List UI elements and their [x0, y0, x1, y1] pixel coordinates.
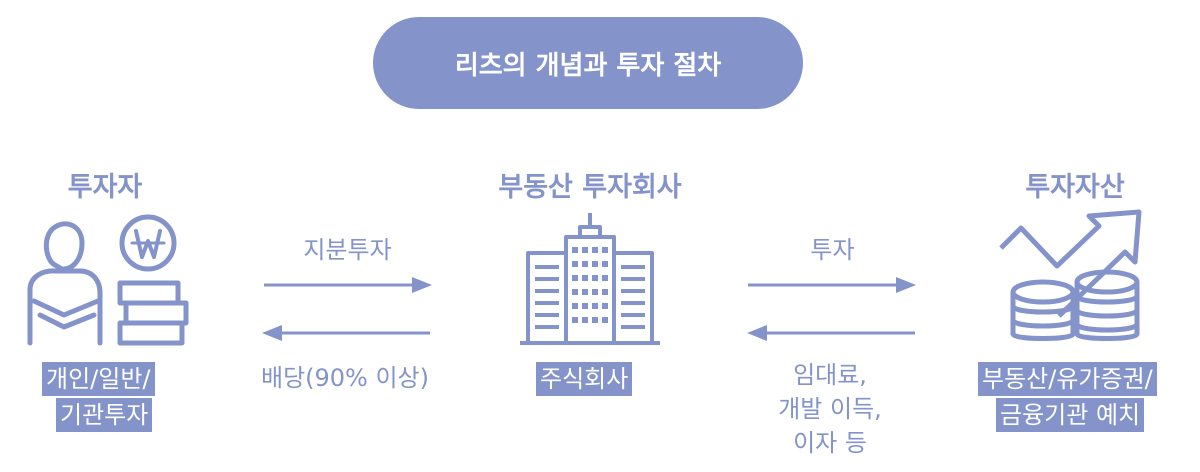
company-heading: 부동산 투자회사 [498, 172, 682, 203]
equity-investment-label: 지분투자 [303, 236, 392, 264]
returns-line-2: 개발 이득, [778, 395, 882, 423]
investor-tag-line-2: 기관투자 [56, 398, 153, 432]
investor-tag-line-1: 개인/일반/ [42, 362, 155, 396]
returns-label: 임대료, 개발 이득, 이자 등 [740, 358, 920, 460]
arrow-left-icon [262, 325, 430, 341]
asset-tag-line-2: 금융기관 예치 [996, 398, 1145, 432]
arrow-right-icon [264, 277, 432, 293]
company-tag: 주식회사 [536, 362, 633, 396]
returns-line-3: 이자 등 [793, 429, 867, 457]
investment-label: 투자 [810, 236, 855, 264]
person-with-coins-icon [27, 214, 189, 346]
asset-tag-line-1: 부동산/유가증권/ [978, 362, 1157, 396]
office-building-icon [520, 213, 660, 345]
coins-growth-arrow-icon [999, 209, 1142, 341]
investor-heading: 투자자 [67, 172, 143, 203]
diagram-title: 리츠의 개념과 투자 절차 [373, 17, 803, 109]
returns-line-1: 임대료, [793, 361, 867, 389]
dividend-label: 배당(90% 이상) [260, 364, 430, 392]
asset-heading: 투자자산 [1025, 172, 1125, 203]
arrow-left-icon [747, 325, 915, 341]
arrow-right-icon [748, 277, 916, 293]
